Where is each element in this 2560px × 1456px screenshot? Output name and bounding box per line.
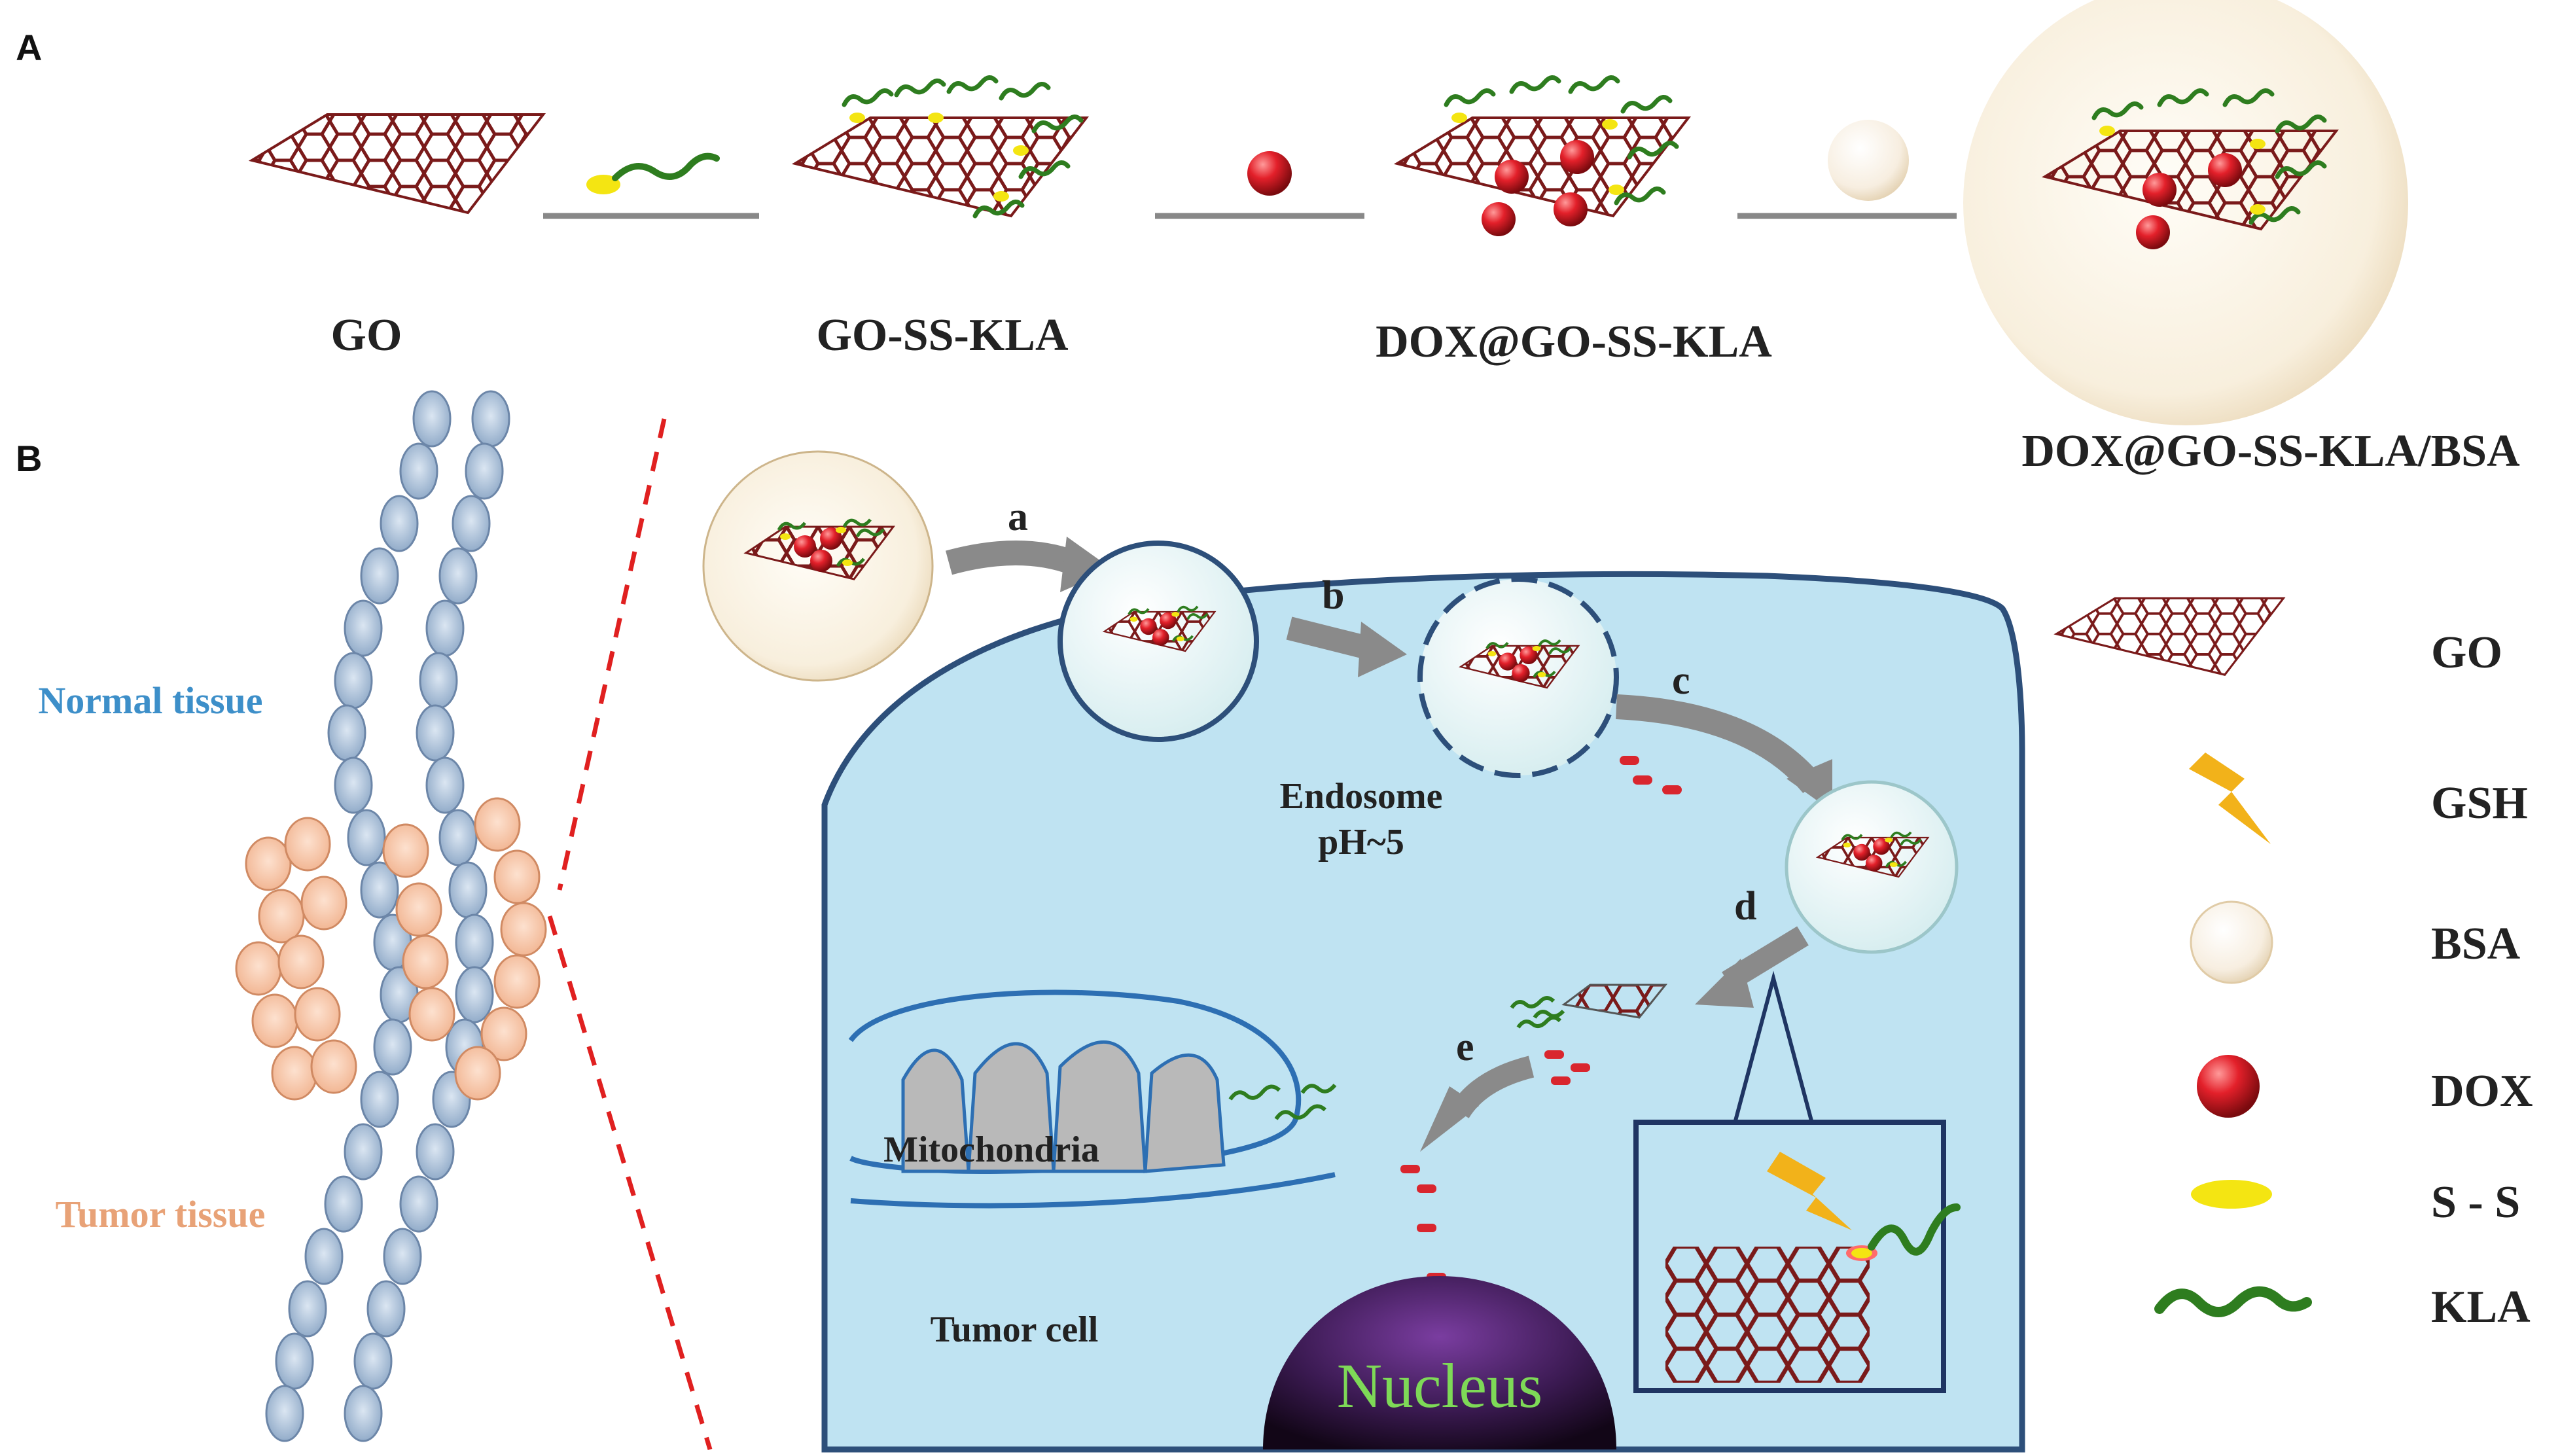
dox-go-ss-kla-bsa-icon — [1963, 0, 2408, 425]
step-c-label: c — [1672, 658, 1690, 703]
step-a-label: a — [1008, 495, 1028, 539]
kla-at-mitochondria — [1228, 1084, 1337, 1120]
mitochondria — [848, 989, 1336, 1209]
released-go-fragment — [1561, 984, 1668, 1019]
tumor-cell-label: Tumor cell — [931, 1309, 1099, 1350]
arrow-d-head — [1695, 959, 1754, 1008]
released-dox-1 — [1620, 756, 1682, 794]
graphene-sheet-icon — [2055, 597, 2284, 676]
arrow-a-head — [1060, 537, 1112, 592]
zoom-line-upper — [557, 418, 667, 891]
go-ss-kla-label: GO-SS-KLA — [816, 310, 1069, 361]
dox-reagent-icon — [1247, 151, 1292, 196]
step-b-label: b — [1322, 573, 1344, 618]
lysosome-vesicle — [1785, 780, 1959, 954]
step-e-label: e — [1456, 1025, 1474, 1069]
legend-label-ss: S - S — [2431, 1177, 2520, 1228]
legend-label-kla: KLA — [2431, 1282, 2531, 1332]
legend-label-bsa: BSA — [2431, 919, 2521, 969]
dox-go-ss-kla-bsa-label: DOX@GO-SS-KLA/BSA — [2021, 426, 2520, 476]
ph-label: pH~5 — [1318, 822, 1404, 862]
bsa-reagent-icon — [1828, 120, 1909, 201]
incoming-nanoparticle — [702, 450, 934, 682]
tumor-tissue-label: Tumor tissue — [56, 1193, 266, 1235]
callout-go-lattice — [1665, 1247, 1870, 1383]
go-label: GO — [331, 310, 402, 361]
released-dox-2 — [1544, 1050, 1590, 1085]
disulfide-ellipse-icon — [2191, 1180, 2272, 1209]
endosome-vesicle — [1417, 577, 1619, 778]
lightning-bolt-icon — [2189, 753, 2271, 844]
go-sheet-icon — [251, 113, 544, 214]
legend-label-go: GO — [2431, 628, 2502, 678]
panel-b-letter: B — [16, 438, 42, 479]
go-ss-kla-icon — [794, 77, 1088, 216]
kla-reagent-icon — [586, 152, 720, 194]
dox-go-ss-kla-label: DOX@GO-SS-KLA — [1376, 317, 1772, 367]
tumor-cluster — [235, 797, 547, 1101]
panel-a-letter: A — [16, 27, 42, 68]
arrow-a — [946, 541, 1078, 575]
callout-gsh-bolt-icon — [1767, 1152, 1852, 1230]
nucleus — [1263, 1276, 1616, 1449]
nucleus-label: Nucleus — [1337, 1351, 1543, 1421]
dox-go-ss-kla-icon — [1396, 77, 1690, 236]
endocytosis-vesicle — [1058, 541, 1259, 742]
arrow-b — [1286, 616, 1371, 660]
mitochondria-label: Mitochondria — [883, 1129, 1099, 1170]
legend-label-dox: DOX — [2431, 1066, 2533, 1116]
endosome-label: Endosome — [1280, 776, 1443, 817]
kla-wave-icon — [2154, 1286, 2312, 1317]
arrow-e-head — [1420, 1086, 1479, 1152]
blood-vessel-right — [344, 390, 510, 1442]
legend: GO GSH BSA DOX S - S KLA — [2055, 597, 2533, 1332]
blood-vessel-left — [265, 390, 452, 1442]
dox-sphere-icon — [2197, 1055, 2260, 1118]
legend-label-gsh: GSH — [2431, 778, 2528, 828]
arrow-b-head — [1358, 622, 1407, 677]
callout-kla-strand — [1868, 1203, 1961, 1256]
normal-tissue-label: Normal tissue — [38, 679, 262, 722]
bsa-sphere-icon — [2190, 900, 2273, 984]
arrow-c — [1616, 694, 1822, 794]
released-kla — [1510, 996, 1565, 1029]
step-d-label: d — [1734, 884, 1756, 929]
zoom-line-lower — [547, 915, 713, 1451]
